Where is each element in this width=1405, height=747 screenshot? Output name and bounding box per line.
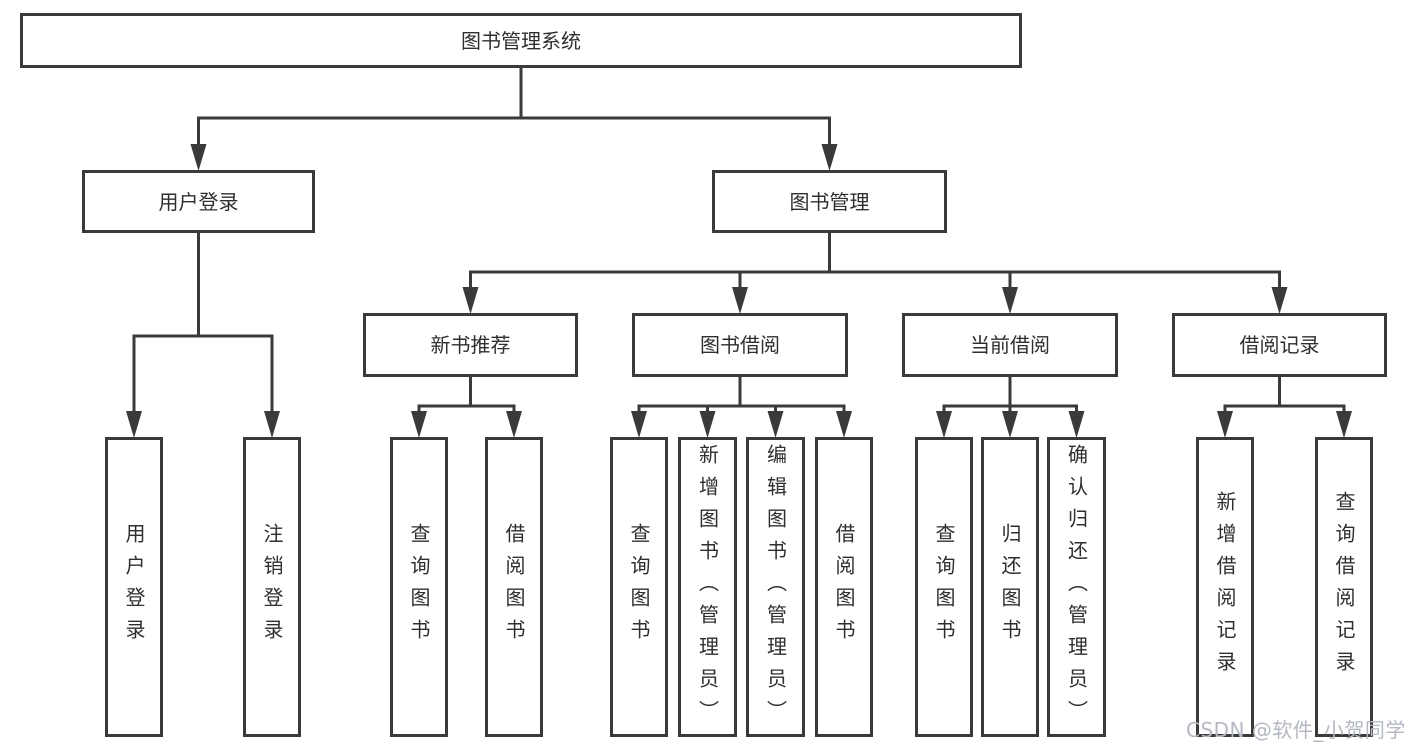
node-label-leaf-edit-books-admin: 编辑图书（管理员） bbox=[763, 444, 788, 732]
csdn-watermark: CSDN @软件_小贺同学 bbox=[1186, 718, 1405, 742]
arrowhead-icon bbox=[1336, 411, 1352, 438]
node-leaf-query-books-borrow: 查询图书 bbox=[610, 437, 668, 737]
node-leaf-confirm-return-admin: 确认归还（管理员） bbox=[1047, 437, 1106, 737]
node-label-current-borrowing: 当前借阅 bbox=[970, 333, 1050, 357]
node-leaf-logout: 注销登录 bbox=[243, 437, 301, 737]
node-label-leaf-borrow-books-rec: 借阅图书 bbox=[502, 523, 526, 651]
node-label-book-management: 图书管理 bbox=[789, 189, 870, 214]
node-leaf-query-borrow-record: 查询借阅记录 bbox=[1315, 437, 1373, 737]
node-label-leaf-user-login: 用户登录 bbox=[122, 523, 146, 651]
arrowhead-icon bbox=[126, 411, 142, 438]
node-label-leaf-query-books-current: 查询图书 bbox=[932, 523, 956, 651]
node-label-new-book-recommendation: 新书推荐 bbox=[430, 333, 511, 357]
node-leaf-user-login: 用户登录 bbox=[105, 437, 163, 737]
node-library-management-system: 图书管理系统 bbox=[20, 13, 1022, 68]
node-leaf-return-books: 归还图书 bbox=[981, 437, 1039, 737]
arrowhead-icon bbox=[767, 411, 784, 438]
arrowhead-icon bbox=[1271, 287, 1288, 314]
node-book-borrowing: 图书借阅 bbox=[632, 313, 848, 377]
node-label-leaf-query-borrow-record: 查询借阅记录 bbox=[1332, 491, 1356, 683]
arrowhead-icon bbox=[411, 411, 427, 438]
node-label-library-management-system: 图书管理系统 bbox=[461, 28, 581, 53]
node-leaf-add-borrow-record: 新增借阅记录 bbox=[1196, 437, 1254, 737]
arrowhead-icon bbox=[821, 144, 838, 171]
node-new-book-recommendation: 新书推荐 bbox=[363, 313, 578, 377]
node-borrowing-records: 借阅记录 bbox=[1172, 313, 1387, 377]
node-leaf-query-books-current: 查询图书 bbox=[915, 437, 973, 737]
arrowhead-icon bbox=[1068, 411, 1085, 438]
node-label-leaf-add-books-admin: 新增图书（管理员） bbox=[695, 444, 720, 732]
node-label-borrowing-records: 借阅记录 bbox=[1239, 333, 1320, 357]
node-label-leaf-logout: 注销登录 bbox=[260, 523, 284, 651]
node-user-login: 用户登录 bbox=[82, 170, 315, 233]
node-current-borrowing: 当前借阅 bbox=[902, 313, 1118, 377]
arrowhead-icon bbox=[462, 287, 479, 314]
arrowhead-icon bbox=[506, 411, 522, 438]
node-leaf-edit-books-admin: 编辑图书（管理员） bbox=[746, 437, 805, 737]
node-label-leaf-query-books-borrow: 查询图书 bbox=[627, 523, 651, 651]
arrowhead-icon bbox=[1002, 287, 1018, 314]
node-label-leaf-add-borrow-record: 新增借阅记录 bbox=[1213, 491, 1237, 683]
node-label-leaf-confirm-return-admin: 确认归还（管理员） bbox=[1064, 444, 1089, 732]
node-leaf-borrow-books-rec: 借阅图书 bbox=[485, 437, 543, 737]
arrowhead-icon bbox=[631, 411, 647, 438]
node-label-user-login: 用户登录 bbox=[158, 189, 239, 214]
node-label-leaf-query-books-rec: 查询图书 bbox=[407, 523, 431, 651]
arrowhead-icon bbox=[836, 411, 852, 438]
arrowhead-icon bbox=[1002, 411, 1018, 438]
node-label-book-borrowing: 图书借阅 bbox=[700, 333, 780, 357]
arrowhead-icon bbox=[1217, 411, 1233, 438]
node-label-leaf-return-books: 归还图书 bbox=[998, 523, 1022, 651]
arrowhead-icon bbox=[190, 144, 207, 171]
arrowhead-icon bbox=[936, 411, 952, 438]
node-book-management: 图书管理 bbox=[712, 170, 947, 233]
node-leaf-query-books-rec: 查询图书 bbox=[390, 437, 448, 737]
arrowhead-icon bbox=[264, 411, 280, 438]
node-label-leaf-borrow-books: 借阅图书 bbox=[832, 523, 856, 651]
node-leaf-add-books-admin: 新增图书（管理员） bbox=[678, 437, 737, 737]
node-leaf-borrow-books: 借阅图书 bbox=[815, 437, 873, 737]
arrowhead-icon bbox=[732, 287, 748, 314]
arrowhead-icon bbox=[699, 411, 716, 438]
